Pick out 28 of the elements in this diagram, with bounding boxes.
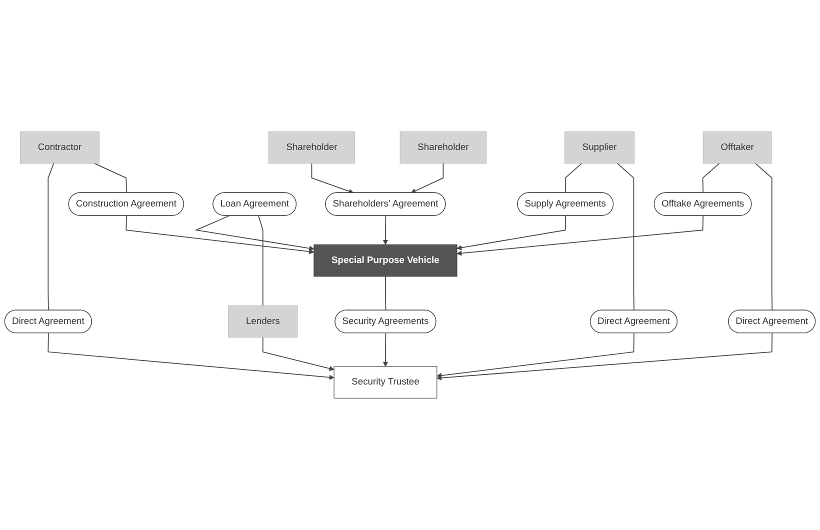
arrow (456, 215, 704, 256)
node-box: Supplier (564, 131, 635, 164)
arrow (194, 215, 314, 251)
connector (48, 162, 54, 311)
node-box: Contractor (20, 131, 100, 164)
connector (564, 162, 582, 194)
arrow (436, 332, 773, 381)
arrow (126, 215, 314, 254)
connector (258, 215, 264, 306)
arrow (262, 336, 334, 372)
connector (702, 162, 720, 194)
node-box: Security Trustee (334, 366, 438, 399)
node-box: Lenders (228, 305, 298, 338)
node-box: Shareholder (268, 131, 356, 164)
connector (94, 162, 127, 194)
connector (616, 162, 634, 311)
arrow (48, 332, 334, 380)
node-box: Offtaker (702, 131, 772, 164)
node-box: Shareholder (400, 131, 487, 164)
arrow (382, 215, 388, 246)
arrow (436, 332, 634, 378)
node-box: Special Purpose Vehicle (314, 244, 458, 277)
arrow (410, 162, 444, 194)
connector (385, 276, 386, 311)
arrow (382, 332, 388, 367)
connector (754, 162, 773, 311)
arrow (311, 162, 354, 194)
arrow (456, 215, 566, 250)
